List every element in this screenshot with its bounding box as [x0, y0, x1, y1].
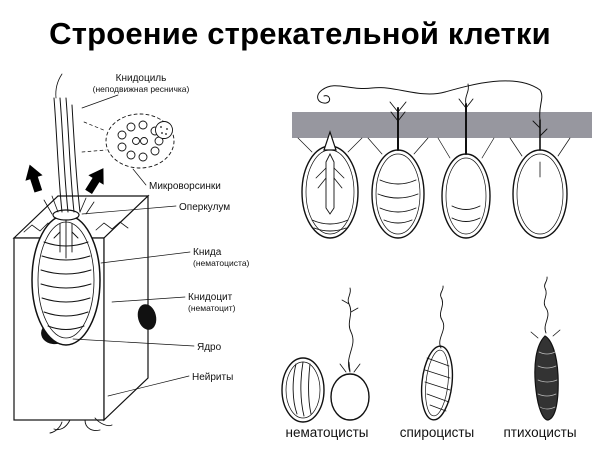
- microtubule-ring: [117, 120, 164, 162]
- stage3-coils: [451, 205, 481, 222]
- spirocyst-thread: [439, 285, 445, 349]
- label-spirocysts: спироцисты: [400, 425, 475, 440]
- cilium-cross-section: [81, 113, 175, 169]
- neurite-endings: [49, 417, 113, 434]
- spirocyst-hatch: [424, 357, 451, 412]
- coiled-thread: [40, 241, 92, 330]
- stage4-barbs: [532, 120, 548, 137]
- label-microvilli: Микроворсинки: [149, 181, 221, 192]
- mesoglea-band: [292, 112, 592, 138]
- stage2-coils: [377, 179, 419, 224]
- type-labels: нематоцисты спироцисты птихоцисты: [286, 425, 577, 440]
- diagram-labels: Книдоциль (неподвижная ресничка) Микрово…: [93, 73, 250, 383]
- stage2-barbs: [389, 101, 407, 122]
- nematocyst-thread: [347, 287, 354, 373]
- discharge-stage-1: [297, 130, 363, 239]
- nematocyst-inner-threads: [292, 361, 312, 417]
- discharge-stage-2: [367, 101, 429, 239]
- everted-filament: [317, 80, 543, 121]
- discharge-stage-3: [437, 83, 495, 239]
- label-cnidocyte: Книдоцит: [188, 292, 233, 303]
- section-dots: [160, 126, 168, 135]
- label-cnidocil: Книдоциль: [116, 73, 167, 84]
- nematocyst-thread-barbs: [341, 299, 359, 313]
- label-ptychocysts: птихоцисты: [503, 425, 576, 440]
- cnidocil-section-circle: [155, 121, 173, 139]
- cnida-capsule: [31, 209, 101, 346]
- nematocyst-pair: [281, 287, 370, 423]
- spirocyst-shape: [420, 285, 454, 421]
- label-neurites: Нейриты: [192, 372, 233, 383]
- inverted-shaft: [53, 219, 79, 259]
- stage1-barbs: [315, 167, 345, 189]
- cnidocil-hair: [43, 73, 95, 215]
- label-cnida-sub: (нематоциста): [193, 258, 250, 268]
- discharge-stage-4: [317, 80, 571, 239]
- label-cnida: Книда: [193, 247, 222, 258]
- cnidae-types: нематоцисты спироцисты птихоцисты: [281, 276, 577, 440]
- ptychocyst-thread: [543, 276, 549, 334]
- stimulus-arrows: [25, 164, 104, 194]
- label-nematocysts: нематоцисты: [286, 425, 369, 440]
- microvilli-hairs: [43, 195, 95, 215]
- ptychocyst-texture: [537, 351, 558, 410]
- label-operculum: Оперкулум: [179, 202, 230, 213]
- ptychocyst-shape: [530, 276, 561, 421]
- label-nucleus: Ядро: [197, 342, 222, 353]
- label-cnidocyte-sub: (нематоцит): [188, 303, 236, 313]
- operculum-lid: [52, 209, 80, 221]
- label-cnidocil-sub: (неподвижная ресничка): [93, 84, 190, 94]
- cnidocyte-diagram: Книдоциль (неподвижная ресничка) Микрово…: [12, 73, 250, 434]
- discharge-sequence: [292, 80, 592, 239]
- ptychocyst-fuzz: [530, 329, 561, 339]
- stage3-barbs: [458, 98, 474, 109]
- slide-title: Строение стрекательной клетки: [49, 16, 551, 51]
- leader-lines: [72, 94, 195, 397]
- balloon-spikes: [339, 361, 361, 373]
